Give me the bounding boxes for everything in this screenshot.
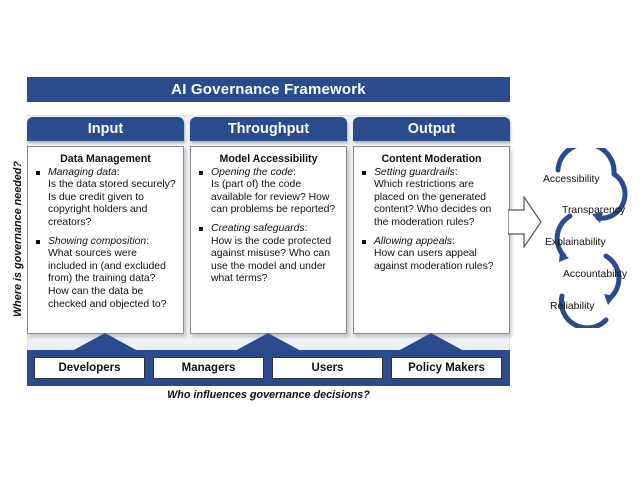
chain-arc bbox=[603, 253, 622, 301]
bullet-detail: How can users appeal against moderation … bbox=[374, 248, 494, 272]
actor-managers: Managers bbox=[153, 357, 264, 379]
principle-label: Transparency bbox=[562, 205, 626, 216]
column-box-output: Content Moderation Setting guardrails: W… bbox=[353, 146, 510, 334]
bottom-label: Who influences governance decisions? bbox=[167, 389, 370, 401]
principle-label: Accessibility bbox=[543, 174, 600, 185]
up-triangle-icon bbox=[398, 333, 464, 351]
framework-title: AI Governance Framework bbox=[27, 77, 510, 102]
bullet-item: Managing data: Is the data stored secure… bbox=[34, 167, 177, 230]
bullet-detail: Is the data stored securely? Is due cred… bbox=[48, 179, 176, 228]
bullet-lead: Showing composition bbox=[48, 235, 147, 247]
bullet-lead: Creating safeguards bbox=[211, 222, 305, 234]
bullet-detail: Which restrictions are placed on the gen… bbox=[374, 179, 492, 228]
bullet-item: Setting guardrails: Which restrictions a… bbox=[360, 167, 503, 230]
bullet-detail: Is (part of) the code available for revi… bbox=[211, 179, 336, 216]
actor-users: Users bbox=[272, 357, 383, 379]
up-triangle-icon bbox=[235, 333, 301, 351]
chain-arrowhead-icon bbox=[604, 294, 615, 305]
bullet-lead: Setting guardrails bbox=[374, 166, 455, 178]
chain-arrowhead-icon bbox=[559, 252, 569, 262]
actor-developers: Developers bbox=[34, 357, 145, 379]
bullet-lead: Allowing appeals bbox=[374, 235, 452, 247]
bullet-lead: Opening the code bbox=[211, 166, 294, 178]
bullet-detail: What sources were included in (and exclu… bbox=[48, 248, 167, 310]
principle-label: Accountability bbox=[563, 269, 628, 280]
principle-label: Explainability bbox=[545, 237, 606, 248]
up-triangle-icon bbox=[72, 333, 138, 351]
column-box-input: Data Management Managing data: Is the da… bbox=[27, 146, 184, 334]
principles-chain-diagram bbox=[554, 148, 628, 328]
chain-arc bbox=[554, 213, 573, 259]
chain-arc bbox=[555, 148, 617, 177]
bullet-item: Opening the code: Is (part of) the code … bbox=[197, 167, 340, 217]
bullet-item: Creating safeguards: How is the code pro… bbox=[197, 223, 340, 286]
column-heading: Model Accessibility bbox=[219, 153, 318, 165]
chain-arc bbox=[595, 171, 628, 221]
column-box-throughput: Model Accessibility Opening the code: Is… bbox=[190, 146, 347, 334]
bullet-lead: Managing data bbox=[48, 166, 117, 178]
side-label: Where is governance needed? bbox=[12, 161, 24, 318]
chain-arc bbox=[558, 293, 609, 328]
bullet-item: Showing composition: What sources were i… bbox=[34, 236, 177, 312]
principle-label: Reliability bbox=[550, 301, 595, 312]
column-heading: Data Management bbox=[60, 153, 151, 165]
bullet-detail: How is the code protected against misuse… bbox=[211, 235, 332, 285]
column-header-output: Output bbox=[353, 117, 510, 141]
bullet-item: Allowing appeals: How can users appeal a… bbox=[360, 236, 503, 274]
column-heading: Content Moderation bbox=[381, 153, 482, 165]
column-header-throughput: Throughput bbox=[190, 117, 347, 141]
chain-arrowhead-icon bbox=[592, 212, 603, 223]
actor-policy-makers: Policy Makers bbox=[391, 357, 502, 379]
column-header-input: Input bbox=[27, 117, 184, 141]
right-arrow-icon bbox=[508, 196, 542, 248]
